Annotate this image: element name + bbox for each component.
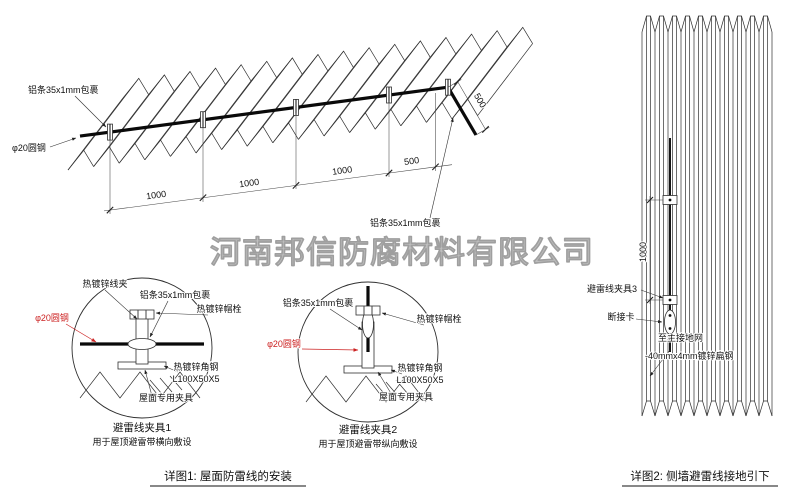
d1-wire-clamp-label: 热镀锌线夹 — [82, 278, 127, 289]
d1-cap-bolt-label: 热镀锌帽栓 — [196, 303, 241, 314]
detail1-title: 避雷线夹具1 — [113, 421, 171, 434]
d1-angle-steel-label-2: L100X50X5 — [172, 374, 219, 384]
roof-labels: 铝条35x1mm包裹 φ20圆钢 铝条35x1mm包裹 — [11, 83, 454, 229]
cap-bolt-1 — [129, 309, 155, 320]
company-watermark: 河南邦信防腐材料有限公司 — [210, 235, 594, 270]
wall-corrugated-sheet — [641, 15, 773, 417]
wall-ground-label: 至主接地网 — [658, 332, 703, 343]
d2-cap-bolt-label: 热镀锌帽栓 — [416, 313, 461, 324]
dim-500-right: 500 — [472, 91, 488, 109]
dim-500-bottom: 500 — [403, 155, 419, 167]
detail2-title: 避雷线夹具2 — [339, 423, 397, 436]
roof-lightning-wire — [79, 85, 478, 138]
figure2-caption-text: 详图2: 侧墙避雷线接地引下 — [630, 469, 769, 483]
wall-disconnect-label: 断接卡 — [607, 311, 634, 322]
d1-angle-steel-label-1: 热镀锌角钢 — [173, 361, 218, 372]
roof-al-strip-label-right: 铝条35x1mm包裹 — [370, 217, 441, 228]
roof-al-strip-label-left: 铝条35x1mm包裹 — [28, 84, 99, 95]
wall-down-conductor — [649, 138, 678, 377]
figure1-caption-text: 详图1: 屋面防雷线的安装 — [164, 469, 292, 483]
wall-clamp-mark — [662, 195, 678, 205]
d1-round-steel-label: φ20圆钢 — [35, 312, 69, 323]
wall-clamp3-label: 避雷线夹具3 — [587, 283, 637, 294]
detail-circle-2: 铝条35x1mm包裹 热镀锌帽栓 φ20圆钢 热镀锌角钢 L100X50X5 屋… — [266, 281, 463, 450]
d1-al-strip-label: 铝条35x1mm包裹 — [140, 289, 211, 300]
wall-dim-1000: 1000 — [638, 242, 648, 262]
d2-angle-steel-label-2: L100X50X5 — [396, 375, 443, 385]
wire-clamp-mark — [107, 123, 113, 141]
disconnect-card-symbol — [664, 309, 676, 335]
detail2-subtitle: 用于屋顶避雷带纵向敷设 — [318, 438, 417, 449]
dim-1000-1: 1000 — [146, 189, 167, 202]
cap-bolt-2 — [355, 305, 381, 316]
figure2-caption: 详图2: 侧墙避雷线接地引下 — [622, 468, 778, 487]
wire-clamp-mark — [200, 111, 206, 129]
detail1-subtitle: 用于屋顶避雷带横向敷设 — [92, 436, 191, 447]
d2-round-steel-label: φ20圆钢 — [267, 338, 301, 349]
d1-roof-clamp-label: 屋面专用夹具 — [139, 392, 193, 403]
wall-dimension: 1000 — [637, 196, 663, 304]
figure1-caption: 详图1: 屋面防雷线的安装 — [150, 468, 306, 487]
d2-roof-clamp-label: 屋面专用夹具 — [379, 391, 433, 402]
d2-angle-steel-label-1: 热镀锌角钢 — [397, 362, 442, 373]
detail-circle-1: 热镀锌线夹 铝条35x1mm包裹 热镀锌帽栓 φ20圆钢 热镀锌角钢 L100X… — [34, 277, 242, 448]
wall-labels: 避雷线夹具3 断接卡 至主接地网 -40mmx4mm镀锌扁钢 — [586, 282, 735, 362]
wall-clamp-mark — [662, 295, 678, 305]
roof-round-steel-label: φ20圆钢 — [12, 142, 46, 153]
roof-corrugated-sheet — [67, 26, 534, 171]
d2-al-strip-label: 铝条35x1mm包裹 — [283, 297, 354, 308]
wire-clamp-mark — [386, 86, 392, 104]
dim-1000-3: 1000 — [332, 164, 353, 177]
al-wrap-1 — [127, 338, 157, 350]
wall-flat-steel-label: -40mmx4mm镀锌扁钢 — [645, 350, 734, 361]
roof-dimension-chain: 1000 1000 1000 500 500 — [103, 77, 490, 214]
dim-1000-2: 1000 — [239, 177, 260, 190]
